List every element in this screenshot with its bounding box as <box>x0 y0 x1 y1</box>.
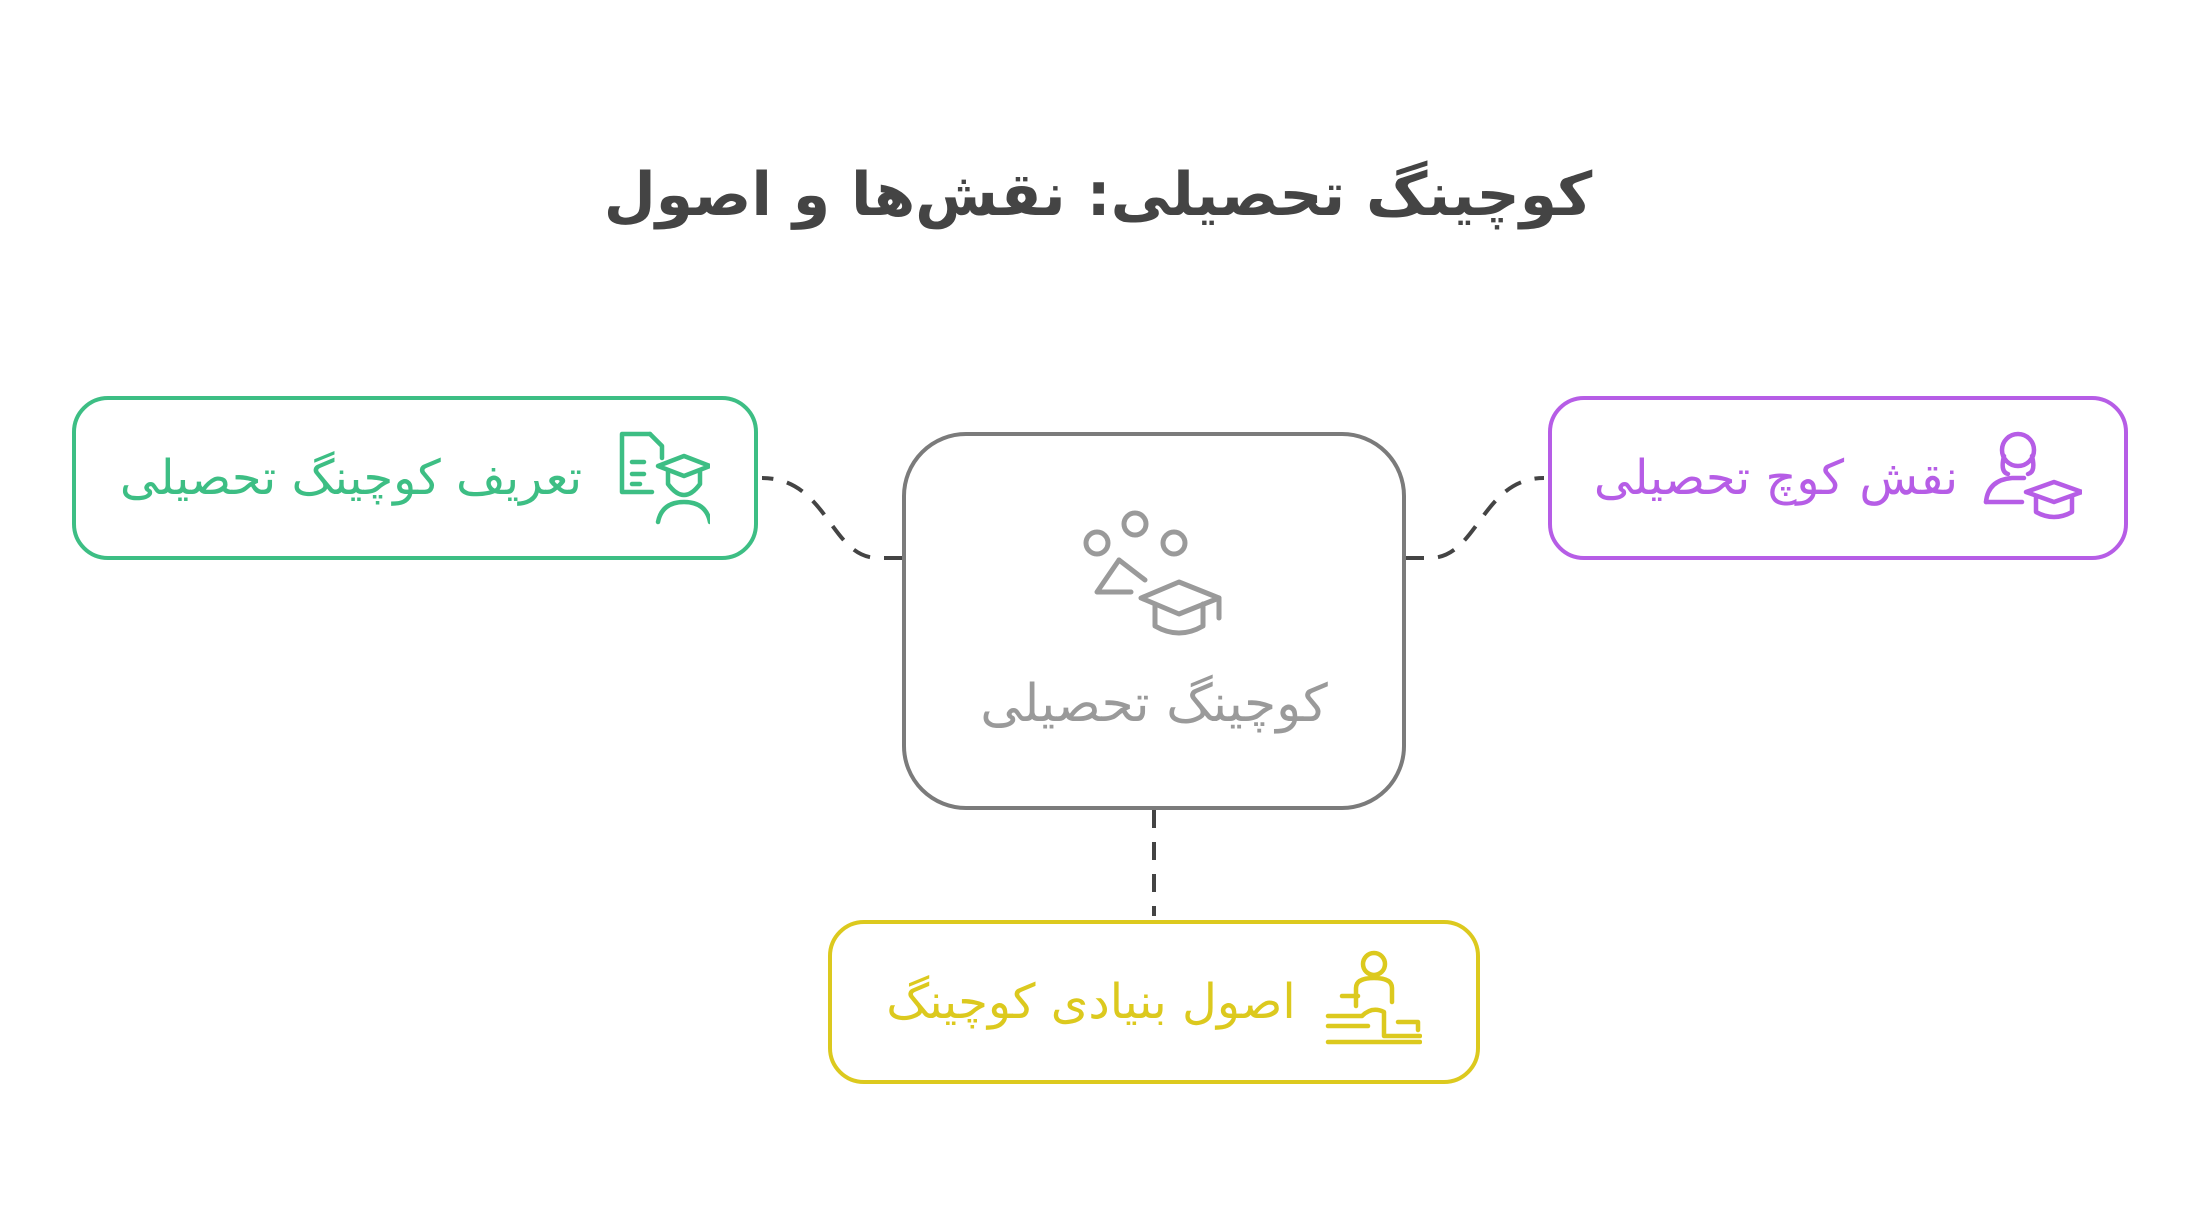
teacher-graduation-icon <box>1982 426 2085 530</box>
node-role: نقش کوچ تحصیلی <box>1548 396 2128 560</box>
center-node: کوچینگ تحصیلی <box>902 432 1406 810</box>
node-definition-label: تعریف کوچینگ تحصیلی <box>119 450 583 506</box>
center-node-label: کوچینگ تحصیلی <box>980 674 1328 734</box>
connector-center-to-definition <box>761 476 902 560</box>
connector-center-to-role <box>1406 476 1545 560</box>
node-principles: اصول بنیادی کوچینگ <box>828 920 1480 1084</box>
document-graduate-icon <box>610 426 713 530</box>
students-graduation-icon <box>1079 508 1229 662</box>
diagram-title: کوچینگ تحصیلی: نقش‌ها و اصول <box>603 160 1593 230</box>
coaching-person-icon <box>1322 950 1422 1054</box>
node-definition: تعریف کوچینگ تحصیلی <box>72 396 758 560</box>
node-role-label: نقش کوچ تحصیلی <box>1593 450 1959 506</box>
node-principles-label: اصول بنیادی کوچینگ <box>886 974 1296 1030</box>
